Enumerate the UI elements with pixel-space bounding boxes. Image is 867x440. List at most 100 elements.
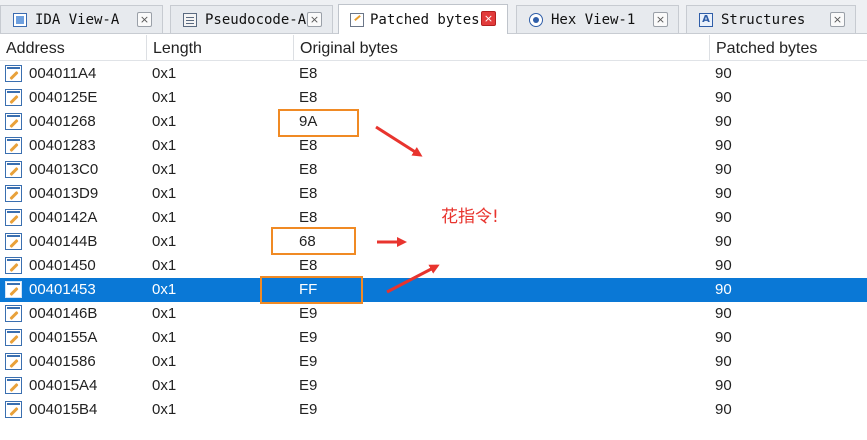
cell-address: 0040125E bbox=[29, 89, 98, 106]
cell-length: 0x1 bbox=[152, 305, 177, 322]
cell-length: 0x1 bbox=[152, 209, 177, 226]
column-header-patched-bytes[interactable]: Patched bytes bbox=[716, 40, 818, 57]
hex-view-icon bbox=[529, 12, 543, 27]
cell-address: 004015B4 bbox=[29, 401, 98, 418]
patch-icon bbox=[5, 113, 22, 130]
patched-bytes-icon bbox=[350, 12, 364, 27]
close-icon[interactable]: × bbox=[137, 12, 152, 27]
tab-patched-bytes[interactable]: Patched bytes × bbox=[338, 4, 508, 34]
patch-icon bbox=[5, 161, 22, 178]
patch-icon bbox=[5, 353, 22, 370]
cell-patched-bytes: 90 bbox=[715, 113, 732, 130]
annotation-note: 花指令! bbox=[441, 207, 499, 227]
patch-icon bbox=[5, 89, 22, 106]
cell-patched-bytes: 90 bbox=[715, 257, 732, 274]
cell-address: 00401450 bbox=[29, 257, 96, 274]
patch-icon bbox=[5, 233, 22, 250]
tab-label: IDA View-A bbox=[35, 11, 120, 28]
tab-label: Structures bbox=[721, 11, 806, 28]
cell-patched-bytes: 90 bbox=[715, 233, 732, 250]
cell-original-bytes: E8 bbox=[299, 137, 318, 154]
cell-address: 0040155A bbox=[29, 329, 98, 346]
cell-length: 0x1 bbox=[152, 65, 177, 82]
cell-address: 0040146B bbox=[29, 305, 98, 322]
close-icon[interactable]: × bbox=[307, 12, 322, 27]
cell-patched-bytes: 90 bbox=[715, 281, 732, 298]
cell-length: 0x1 bbox=[152, 281, 177, 298]
cell-address: 00401268 bbox=[29, 113, 96, 130]
patch-icon bbox=[5, 281, 22, 298]
cell-address: 00401283 bbox=[29, 137, 96, 154]
cell-length: 0x1 bbox=[152, 257, 177, 274]
tab-hex-view-1[interactable]: Hex View-1 × bbox=[516, 5, 679, 33]
cell-patched-bytes: 90 bbox=[715, 161, 732, 178]
table-row[interactable]: 0040146B 0x1 E9 90 bbox=[0, 302, 867, 326]
column-header-original-bytes[interactable]: Original bytes bbox=[294, 35, 710, 60]
cell-patched-bytes: 90 bbox=[715, 401, 732, 418]
column-header-length[interactable]: Length bbox=[147, 35, 294, 60]
cell-original-bytes: FF bbox=[299, 281, 318, 298]
close-icon[interactable]: × bbox=[830, 12, 845, 27]
cell-original-bytes: E9 bbox=[299, 377, 318, 394]
table-row[interactable]: 00401450 0x1 E8 90 bbox=[0, 254, 867, 278]
patch-icon bbox=[5, 257, 22, 274]
tab-structures[interactable]: A Structures × bbox=[686, 5, 856, 33]
cell-patched-bytes: 90 bbox=[715, 65, 732, 82]
close-icon[interactable]: × bbox=[653, 12, 668, 27]
patch-icon bbox=[5, 305, 22, 322]
cell-patched-bytes: 90 bbox=[715, 209, 732, 226]
cell-patched-bytes: 90 bbox=[715, 329, 732, 346]
cell-patched-bytes: 90 bbox=[715, 305, 732, 322]
patch-icon bbox=[5, 329, 22, 346]
pseudocode-icon bbox=[183, 12, 197, 27]
cell-length: 0x1 bbox=[152, 233, 177, 250]
cell-address: 0040144B bbox=[29, 233, 98, 250]
cell-original-bytes: E8 bbox=[299, 185, 318, 202]
tab-ida-view-a[interactable]: IDA View-A × bbox=[0, 5, 163, 33]
patch-icon bbox=[5, 137, 22, 154]
tab-label: Hex View-1 bbox=[551, 11, 636, 28]
patch-icon bbox=[5, 209, 22, 226]
close-icon[interactable]: × bbox=[481, 11, 496, 26]
structures-icon: A bbox=[699, 12, 713, 27]
tab-bar: IDA View-A × Pseudocode-A × Patched byte… bbox=[0, 0, 867, 34]
cell-length: 0x1 bbox=[152, 353, 177, 370]
ida-view-icon bbox=[13, 12, 27, 27]
cell-original-bytes: E8 bbox=[299, 161, 318, 178]
cell-address: 004013C0 bbox=[29, 161, 99, 178]
tab-label: Pseudocode-A bbox=[205, 11, 307, 28]
cell-original-bytes: E9 bbox=[299, 305, 318, 322]
tab-pseudocode-a[interactable]: Pseudocode-A × bbox=[170, 5, 333, 33]
cell-length: 0x1 bbox=[152, 113, 177, 130]
cell-patched-bytes: 90 bbox=[715, 185, 732, 202]
patch-icon bbox=[5, 401, 22, 418]
cell-original-bytes: E9 bbox=[299, 329, 318, 346]
cell-original-bytes: E8 bbox=[299, 65, 318, 82]
cell-length: 0x1 bbox=[152, 185, 177, 202]
cell-address: 0040142A bbox=[29, 209, 98, 226]
cell-length: 0x1 bbox=[152, 89, 177, 106]
patch-icon bbox=[5, 65, 22, 82]
cell-original-bytes: E8 bbox=[299, 257, 318, 274]
cell-original-bytes: E9 bbox=[299, 353, 318, 370]
cell-length: 0x1 bbox=[152, 377, 177, 394]
tab-label: Patched bytes bbox=[370, 11, 480, 28]
column-header-address[interactable]: Address bbox=[0, 35, 147, 60]
cell-address: 00401586 bbox=[29, 353, 96, 370]
patch-icon bbox=[5, 377, 22, 394]
cell-patched-bytes: 90 bbox=[715, 89, 732, 106]
